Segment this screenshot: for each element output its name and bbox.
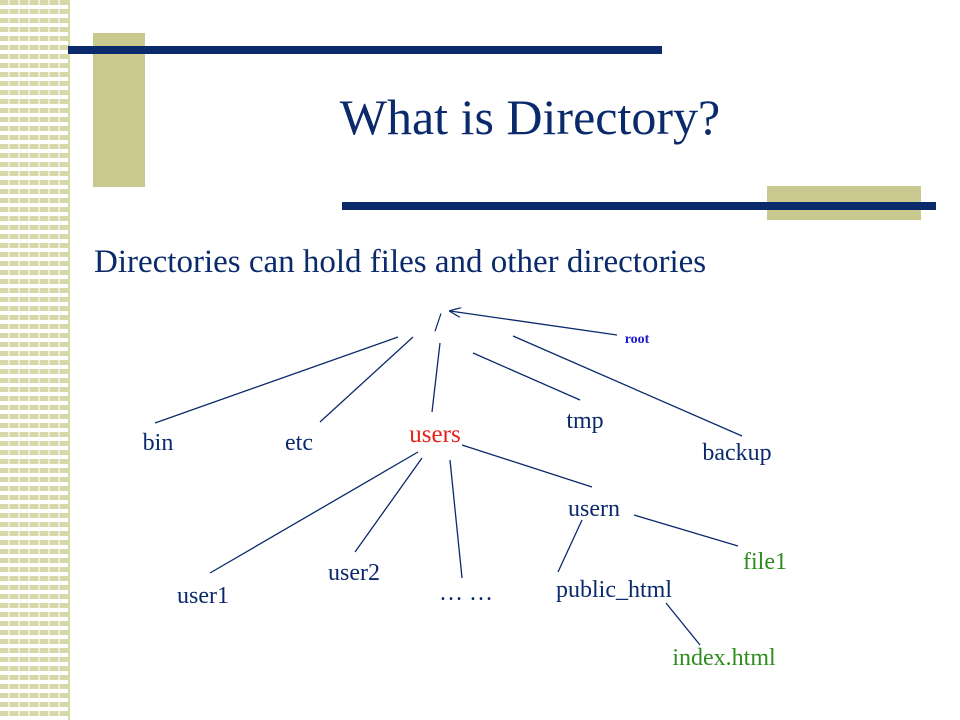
node-backup: backup (702, 440, 771, 466)
node-ellipsis: … … (439, 580, 493, 606)
edge-root-backup (512, 335, 743, 437)
node-user1: user1 (177, 583, 229, 609)
edge-root-bin (154, 336, 399, 424)
edge-root-label-arrow (450, 311, 618, 336)
node-bin: bin (143, 430, 174, 456)
edge-usern-file1 (633, 514, 739, 547)
slide-title: What is Directory? (339, 89, 721, 145)
decorative-block-top (93, 33, 145, 187)
node-index-html: index.html (672, 645, 776, 671)
node-usern: usern (568, 496, 620, 522)
edge-public-html-index (665, 602, 701, 646)
node-tmp: tmp (566, 408, 603, 434)
node-user2: user2 (328, 560, 380, 586)
tree-root-label: root (625, 332, 650, 347)
edge-users-usern (461, 444, 593, 488)
slide-subtitle: Directories can hold files and other dir… (94, 244, 707, 280)
decorative-bar-top (68, 46, 662, 54)
edge-root-users (431, 342, 441, 413)
node-etc: etc (285, 430, 313, 456)
edge-root-tmp (472, 352, 581, 401)
edge-users-ellipsis (449, 459, 463, 579)
decorative-bar-bottom (342, 202, 936, 210)
tree-root-symbol: / (434, 308, 442, 337)
edge-root-etc (319, 336, 414, 423)
edge-users-user2 (354, 457, 423, 553)
node-file1: file1 (743, 549, 787, 575)
decorative-stripes (0, 0, 68, 720)
edge-users-user1 (209, 451, 419, 574)
decorative-vertical-line (68, 0, 70, 720)
node-public-html: public_html (556, 577, 672, 603)
edge-usern-public-html (557, 519, 583, 573)
node-users: users (409, 421, 460, 448)
